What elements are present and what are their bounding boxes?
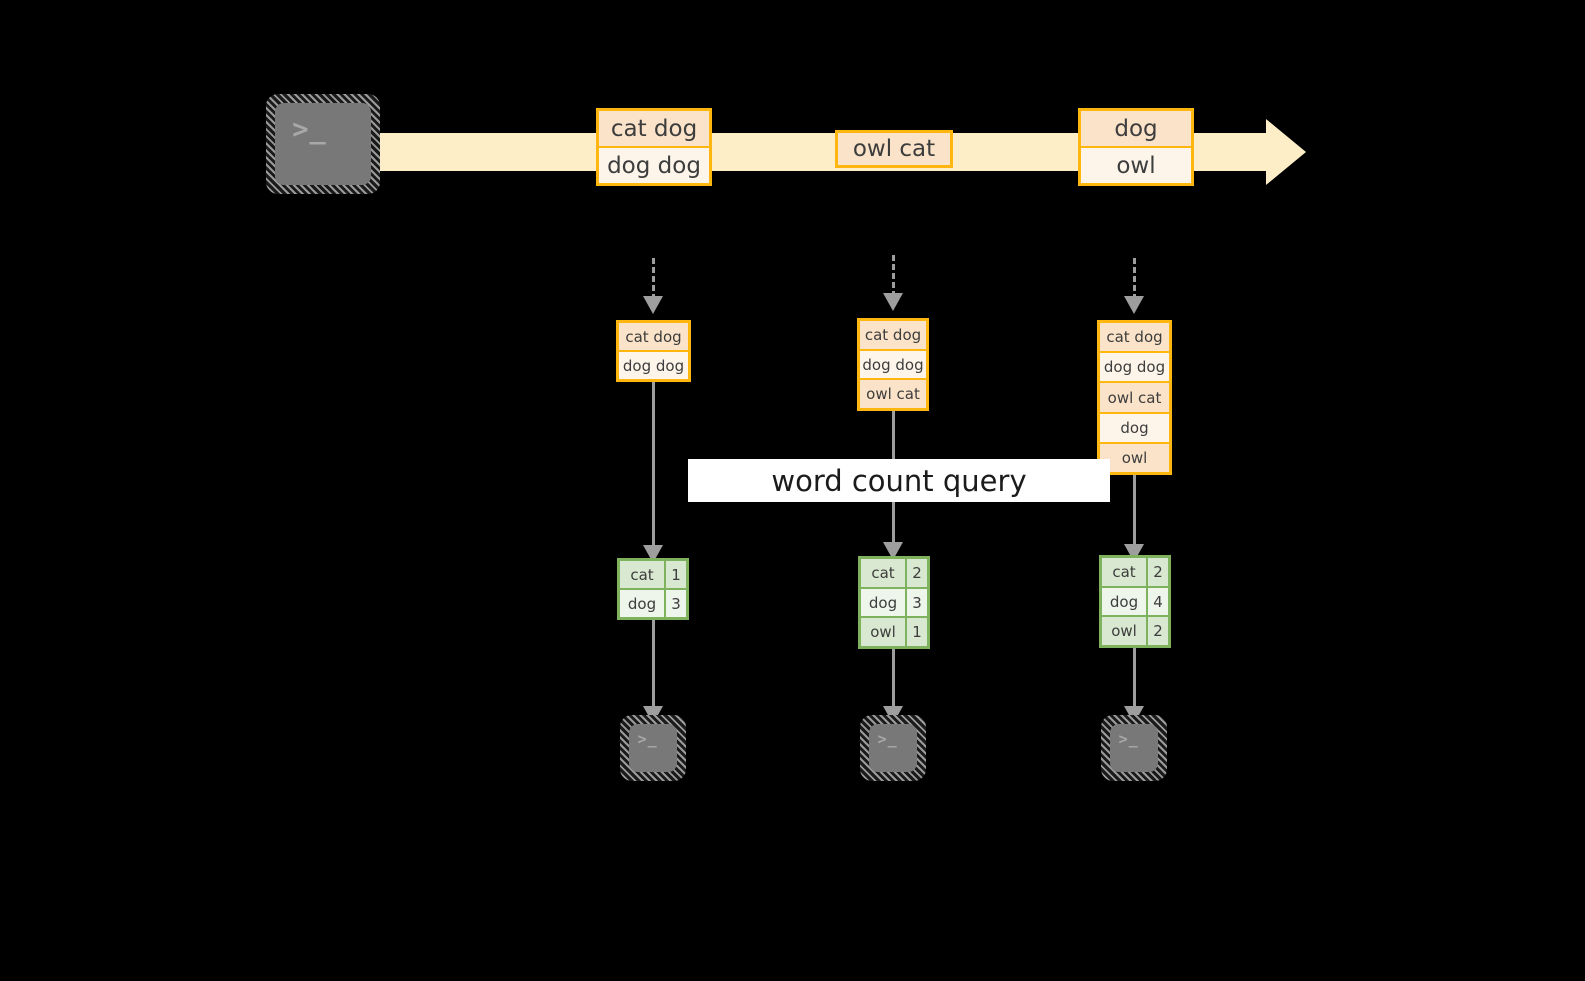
- snapshot-line: dog: [1100, 411, 1169, 442]
- result-row: dog 3: [620, 588, 686, 617]
- result-row: owl 1: [861, 616, 927, 646]
- sink-line-1: [652, 620, 655, 708]
- result-2: cat 2 dog 3 owl 1: [858, 556, 930, 649]
- result-row: cat 2: [861, 559, 927, 587]
- result-word: cat: [861, 559, 905, 587]
- terminal-screen: >_: [629, 724, 677, 772]
- result-word: cat: [1102, 558, 1146, 586]
- result-row: dog 4: [1102, 585, 1168, 616]
- stream-arrowhead: [1266, 119, 1306, 185]
- stream-event-group-3: dog owl: [1078, 108, 1194, 186]
- event-line: cat dog: [599, 111, 709, 146]
- result-word: dog: [620, 590, 664, 617]
- stream-event-group-1: cat dog dog dog: [596, 108, 712, 186]
- terminal-prompt-icon: >_: [1118, 729, 1139, 748]
- snapshot-line: cat dog: [1100, 323, 1169, 352]
- result-row: owl 2: [1102, 615, 1168, 645]
- result-word: cat: [620, 561, 664, 588]
- result-word: owl: [861, 618, 905, 646]
- result-row: cat 2: [1102, 558, 1168, 586]
- sink-terminal-3[interactable]: >_: [1101, 715, 1167, 781]
- source-terminal[interactable]: >_: [266, 94, 380, 194]
- terminal-screen: >_: [275, 103, 371, 185]
- snapshot-line: cat dog: [860, 321, 926, 349]
- result-count: 2: [1146, 617, 1168, 645]
- query-line-1: [652, 382, 655, 547]
- snapshot-line: dog dog: [619, 350, 688, 379]
- snapshot-trigger-line-2: [892, 255, 895, 297]
- terminal-prompt-icon: >_: [637, 729, 658, 748]
- snapshot-trigger-arrowhead-1: [643, 296, 663, 314]
- snapshot-trigger-arrowhead-3: [1124, 296, 1144, 314]
- result-count: 1: [905, 618, 927, 646]
- terminal-prompt-icon: >_: [292, 114, 327, 146]
- snapshot-trigger-line-3: [1133, 258, 1136, 300]
- result-count: 3: [664, 590, 686, 617]
- snapshot-1: cat dog dog dog: [616, 320, 691, 382]
- snapshot-line: cat dog: [619, 323, 688, 350]
- event-line: dog: [1081, 111, 1191, 146]
- query-label: word count query: [688, 459, 1110, 502]
- snapshot-line: dog dog: [860, 348, 926, 379]
- terminal-screen: >_: [1110, 724, 1158, 772]
- event-line: dog dog: [599, 146, 709, 183]
- sink-line-2: [892, 649, 895, 708]
- snapshot-line: dog dog: [1100, 351, 1169, 382]
- sink-terminal-2[interactable]: >_: [860, 715, 926, 781]
- query-label-text: word count query: [771, 463, 1027, 498]
- result-count: 1: [664, 561, 686, 588]
- result-row: dog 3: [861, 586, 927, 617]
- result-count: 2: [1146, 558, 1168, 586]
- result-1: cat 1 dog 3: [617, 558, 689, 620]
- stream-event-group-2: owl cat: [835, 130, 953, 168]
- snapshot-line: owl cat: [860, 378, 926, 408]
- result-3: cat 2 dog 4 owl 2: [1099, 555, 1171, 648]
- snapshot-2: cat dog dog dog owl cat: [857, 318, 929, 411]
- result-count: 3: [905, 588, 927, 617]
- event-line: owl cat: [838, 133, 950, 165]
- result-word: owl: [1102, 617, 1146, 645]
- event-line: owl: [1081, 146, 1191, 183]
- query-line-3: [1133, 475, 1136, 546]
- snapshot-trigger-arrowhead-2: [883, 293, 903, 311]
- sink-terminal-1[interactable]: >_: [620, 715, 686, 781]
- snapshot-3: cat dog dog dog owl cat dog owl: [1097, 320, 1172, 475]
- terminal-screen: >_: [869, 724, 917, 772]
- result-word: dog: [1102, 587, 1146, 616]
- terminal-prompt-icon: >_: [877, 729, 898, 748]
- snapshot-line: owl: [1100, 441, 1169, 472]
- snapshot-line: owl cat: [1100, 381, 1169, 412]
- result-word: dog: [861, 588, 905, 617]
- snapshot-trigger-line-1: [652, 258, 655, 300]
- result-count: 2: [905, 559, 927, 587]
- result-row: cat 1: [620, 561, 686, 588]
- result-count: 4: [1146, 587, 1168, 616]
- query-arrowhead-2: [883, 542, 903, 560]
- sink-line-3: [1133, 648, 1136, 708]
